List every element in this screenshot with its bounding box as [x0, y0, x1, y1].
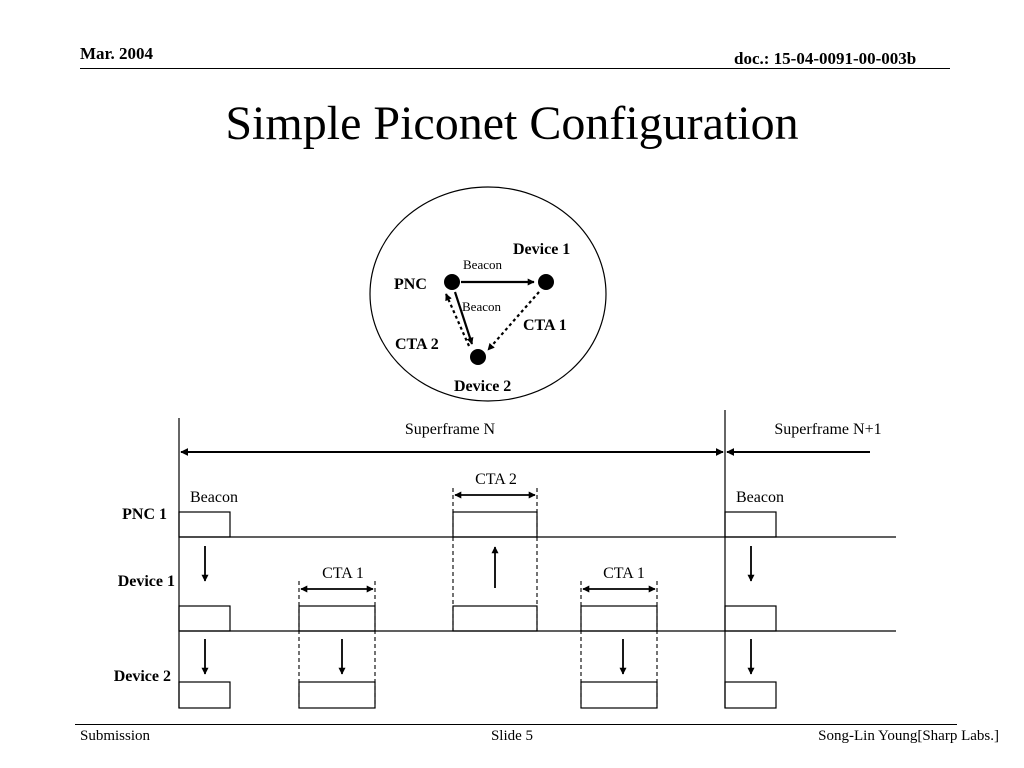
footer-slide-number: Slide 5 — [490, 728, 534, 744]
cta1-arrow-device1-device2 — [487, 291, 540, 351]
device1-cta1-slot-b — [580, 605, 658, 632]
pnc-cta2-slot — [452, 511, 538, 538]
cta2-label: CTA 2 — [475, 471, 517, 488]
cta1a-label: CTA 1 — [322, 565, 364, 582]
device1-beacon-rx-slot-n1 — [724, 605, 777, 632]
header-doc-id: doc.: 15-04-0091-00-003b — [734, 49, 917, 68]
pnc-node — [444, 274, 460, 290]
device2-cta1-slot-a — [298, 681, 376, 709]
device2-cta1-slot-b — [580, 681, 658, 709]
cta2-topology-label: CTA 2 — [395, 336, 439, 353]
superframe-n1-label: Superframe N+1 — [774, 421, 881, 438]
pnc-label: PNC — [394, 276, 427, 293]
beacon-diag-label: Beacon — [462, 299, 501, 314]
device1-label: Device 1 — [513, 241, 570, 258]
header-rule — [80, 68, 950, 69]
piconet-topology: PNC Device 1 Device 2 Beacon Beacon CTA … — [369, 186, 607, 402]
slide-title: Simple Piconet Configuration — [225, 97, 799, 150]
footer-submission: Submission — [80, 728, 151, 744]
device1-cta2-slot — [452, 605, 538, 632]
row-label-device2: Device 2 — [114, 668, 171, 685]
cta1b-label: CTA 1 — [603, 565, 645, 582]
device1-cta1-slot-a — [298, 605, 376, 632]
beacon-label-n1: Beacon — [736, 489, 784, 506]
beacon-top-label: Beacon — [463, 257, 502, 272]
device2-label: Device 2 — [454, 378, 511, 395]
header-date: Mar. 2004 — [80, 44, 154, 63]
beacon-arrow-pnc-device2 — [453, 291, 474, 345]
device2-node — [470, 349, 486, 365]
footer-author: Song-Lin Young[Sharp Labs.] — [818, 728, 999, 744]
device2-beacon-rx-slot-n — [178, 681, 231, 709]
pnc-beacon-slot-n — [178, 511, 231, 538]
device1-beacon-rx-slot-n — [178, 605, 231, 632]
beacon-label-n: Beacon — [190, 489, 238, 506]
row-label-device1: Device 1 — [118, 573, 175, 590]
device2-beacon-rx-slot-n1 — [724, 681, 777, 709]
device1-node — [538, 274, 554, 290]
row-label-pnc: PNC 1 — [122, 506, 167, 523]
piconet-boundary — [369, 186, 607, 402]
timing-diagram: Superframe N Superframe N+1 PNC 1 Device… — [114, 410, 896, 709]
cta1-topology-label: CTA 1 — [523, 317, 567, 334]
footer-rule — [75, 724, 957, 725]
superframe-n-label: Superframe N — [405, 421, 496, 438]
pnc-beacon-slot-n1 — [724, 511, 777, 538]
